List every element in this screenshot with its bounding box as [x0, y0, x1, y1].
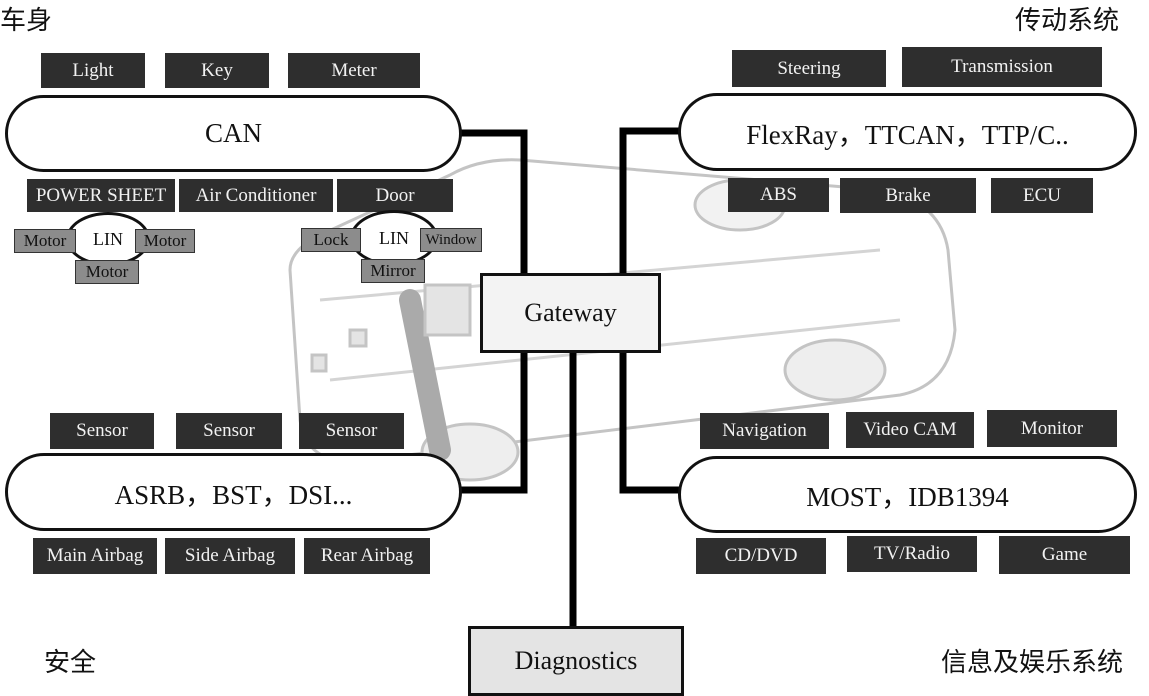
region-title-body: 车身 — [0, 6, 53, 36]
wire-can-gateway — [460, 129, 528, 273]
wire-infotainment-gateway — [619, 352, 680, 494]
node-abs: ABS — [728, 178, 829, 212]
node-side-airbag: Side Airbag — [165, 538, 295, 574]
lin-node-motor-bottom: Motor — [75, 260, 139, 284]
wire-safety-gateway — [460, 352, 528, 494]
node-air-conditioner: Air Conditioner — [179, 179, 333, 212]
node-ecu: ECU — [991, 178, 1093, 213]
node-sensor-3: Sensor — [299, 413, 404, 449]
lin-node-lock: Lock — [301, 228, 361, 252]
node-tv-radio: TV/Radio — [847, 536, 977, 572]
node-cd-dvd: CD/DVD — [696, 538, 826, 574]
bus-wires — [460, 127, 680, 628]
node-monitor: Monitor — [987, 410, 1117, 447]
region-title-powertrain: 传动系统 — [1015, 6, 1120, 36]
node-game: Game — [999, 536, 1130, 574]
node-meter: Meter — [288, 53, 420, 88]
node-navigation: Navigation — [700, 413, 829, 449]
region-title-safety: 安全 — [44, 648, 97, 678]
node-brake: Brake — [840, 178, 976, 213]
node-door: Door — [337, 179, 453, 212]
gateway-box: Gateway — [480, 273, 661, 353]
node-power-sheet: POWER SHEET — [27, 179, 175, 212]
lin-node-mirror: Mirror — [361, 259, 425, 283]
node-video-cam: Video CAM — [846, 412, 974, 448]
node-key: Key — [165, 53, 269, 88]
bus-can: CAN — [5, 95, 462, 172]
bus-most: MOST，IDB1394 — [678, 456, 1137, 533]
wire-powertrain-gateway — [619, 127, 680, 273]
node-main-airbag: Main Airbag — [33, 538, 157, 574]
node-rear-airbag: Rear Airbag — [304, 538, 430, 574]
node-steering: Steering — [732, 50, 886, 87]
node-sensor-2: Sensor — [176, 413, 282, 449]
bus-safety: ASRB，BST，DSI... — [5, 453, 462, 531]
node-sensor-1: Sensor — [50, 413, 154, 449]
lin-node-motor-right: Motor — [135, 229, 195, 253]
lin-node-motor-left: Motor — [14, 229, 76, 253]
node-transmission: Transmission — [902, 47, 1102, 87]
lin-node-window: Window — [420, 228, 482, 252]
node-light: Light — [41, 53, 145, 88]
region-title-infotainment: 信息及娱乐系统 — [941, 648, 1124, 678]
bus-flexray: FlexRay，TTCAN，TTP/C.. — [678, 93, 1137, 171]
diagnostics-box: Diagnostics — [468, 626, 684, 696]
